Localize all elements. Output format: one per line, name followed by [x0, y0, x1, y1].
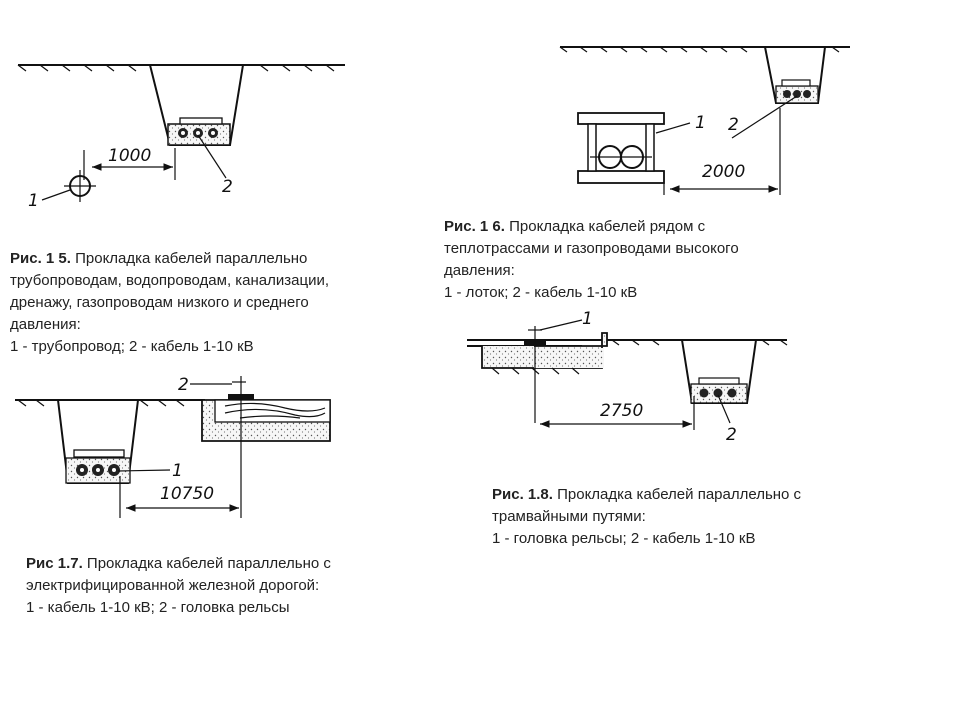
caption-fig-1-6-text: Прокладка кабелей рядом с теплотрассами … [444, 218, 739, 279]
fig15-label-2: 2 [222, 177, 233, 197]
figure-1-6: 2000 1 2 [559, 30, 860, 205]
figure-1-6-drawing: 2000 1 2 [559, 46, 850, 195]
caption-fig-1-7-legend: 1 - кабель 1-10 кВ; 2 - головка рельсы [26, 599, 290, 616]
caption-fig-1-8-text: Прокладка кабелей параллельно с трамвайн… [492, 486, 802, 525]
fig15-label-1: 1 [28, 191, 39, 211]
fig17-label-2: 2 [178, 375, 189, 395]
fig16-label-1: 1 [695, 113, 706, 133]
caption-fig-1-6-number: Рис. 1 6. [444, 218, 505, 235]
caption-fig-1-6: Рис. 1 6. Прокладка кабелей рядом с тепл… [444, 216, 804, 304]
fig18-dimension: 2750 [600, 401, 643, 421]
caption-fig-1-7-text: Прокладка кабелей параллельно с электриф… [26, 555, 331, 594]
caption-fig-1-5-legend: 1 - трубопровод; 2 - кабель 1-10 кВ [10, 338, 254, 355]
caption-fig-1-5: Рис. 1 5. Прокладка кабелей параллельно … [10, 248, 380, 358]
figure-1-8-drawing: 2750 1 2 [467, 309, 788, 445]
figure-1-5-drawing: 1000 1 2 [17, 64, 345, 211]
fig18-label-1: 1 [582, 309, 593, 329]
caption-fig-1-7-number: Рис 1.7. [26, 555, 83, 572]
caption-fig-1-8-number: Рис. 1.8. [492, 486, 553, 503]
caption-fig-1-5-number: Рис. 1 5. [10, 250, 71, 267]
fig17-dimension: 10750 [160, 484, 214, 504]
caption-fig-1-6-legend: 1 - лоток; 2 - кабель 1-10 кВ [444, 284, 638, 301]
caption-fig-1-8-legend: 1 - головка рельсы; 2 - кабель 1-10 кВ [492, 530, 756, 547]
caption-fig-1-5-text: Прокладка кабелей параллельно трубопрово… [10, 250, 330, 333]
fig17-label-1: 1 [172, 461, 183, 481]
figure-1-7: 10750 1 2 [10, 368, 360, 528]
figure-1-8: 2750 1 2 [462, 308, 802, 448]
figure-1-5: 1000 1 2 [0, 40, 380, 220]
fig18-label-2: 2 [726, 425, 737, 445]
fig16-label-2: 2 [728, 115, 739, 135]
figure-1-7-drawing: 10750 1 2 [15, 375, 331, 518]
fig15-dimension: 1000 [108, 146, 151, 166]
caption-fig-1-7: Рис 1.7. Прокладка кабелей параллельно с… [26, 553, 376, 619]
caption-fig-1-8: Рис. 1.8. Прокладка кабелей параллельно … [492, 484, 852, 550]
fig16-dimension: 2000 [702, 162, 745, 182]
